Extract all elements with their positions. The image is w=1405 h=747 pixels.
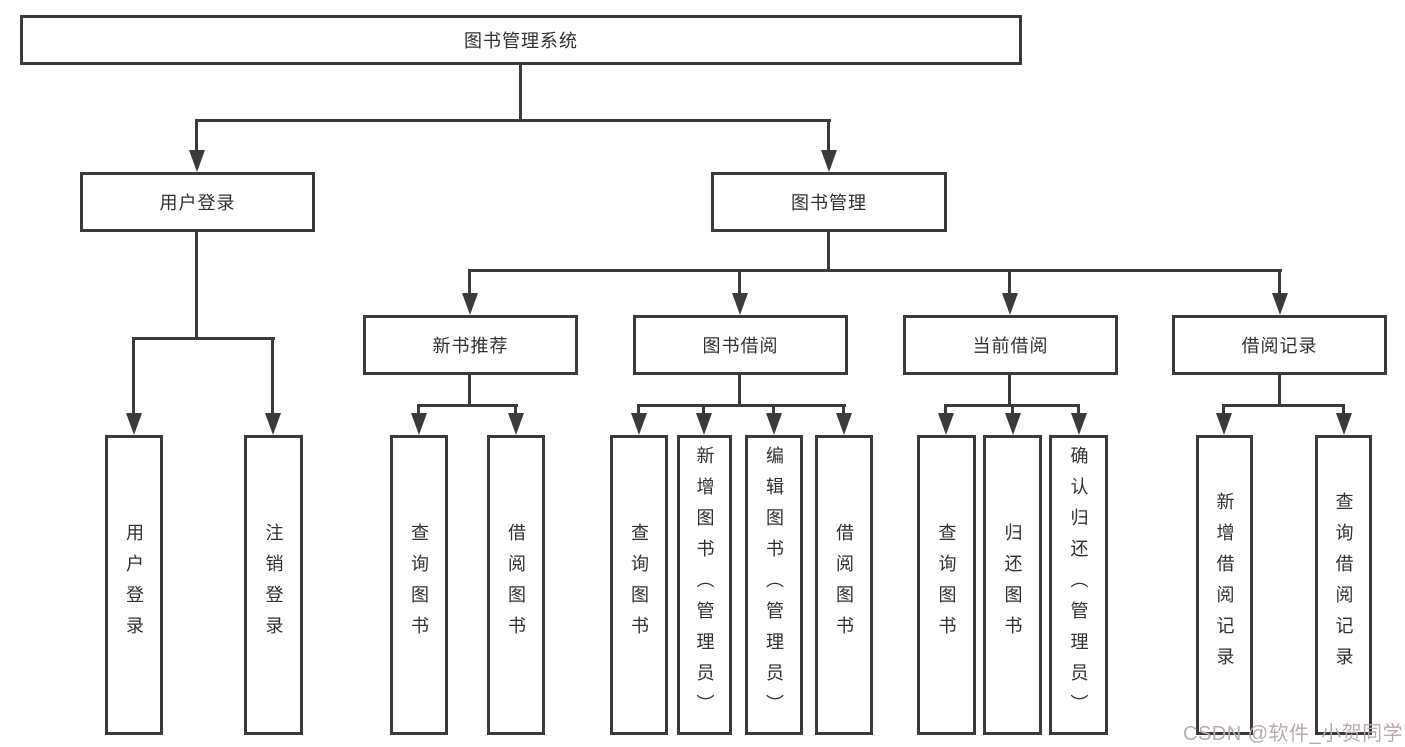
node-current-borrow-label: 当前借阅 xyxy=(972,336,1049,356)
arrow-down-icon xyxy=(836,413,852,435)
line xyxy=(827,119,830,153)
node-root-label: 图书管理系统 xyxy=(464,31,578,51)
arrow-down-icon xyxy=(126,413,142,435)
leaf-borrow-book-1: 借阅图书 xyxy=(487,435,545,735)
line xyxy=(1278,375,1281,406)
leaf-query-book-2: 查询图书 xyxy=(610,435,668,735)
leaf-edit-book-admin-label: 编辑图书（管理员） xyxy=(764,445,784,725)
line xyxy=(1008,375,1011,406)
arrow-down-icon xyxy=(1272,293,1288,315)
leaf-add-borrow-record-label: 新增借阅记录 xyxy=(1214,492,1235,678)
line xyxy=(1222,404,1345,407)
line xyxy=(195,119,831,122)
node-book-borrow-label: 图书借阅 xyxy=(702,336,779,356)
line xyxy=(132,337,275,340)
leaf-edit-book-admin: 编辑图书（管理员） xyxy=(745,435,803,735)
line xyxy=(417,404,420,416)
line xyxy=(1011,404,1014,416)
line xyxy=(468,269,1282,272)
line xyxy=(637,404,640,416)
line xyxy=(132,337,135,415)
arrow-down-icon xyxy=(411,413,427,435)
line xyxy=(1077,404,1080,416)
node-root: 图书管理系统 xyxy=(20,15,1022,65)
line xyxy=(944,404,947,416)
leaf-logout: 注销登录 xyxy=(244,435,303,735)
arrow-down-icon xyxy=(462,293,478,315)
line xyxy=(637,404,846,407)
arrow-down-icon xyxy=(508,413,524,435)
line xyxy=(1008,269,1011,295)
node-current-borrow: 当前借阅 xyxy=(903,315,1118,375)
leaf-user-login-label: 用户登录 xyxy=(124,523,144,647)
line xyxy=(827,232,830,271)
arrow-down-icon xyxy=(1336,413,1352,435)
arrow-down-icon xyxy=(732,293,748,315)
leaf-logout-label: 注销登录 xyxy=(263,523,284,647)
line xyxy=(519,65,522,121)
line xyxy=(195,119,198,153)
leaf-add-book-admin: 新增图书（管理员） xyxy=(677,435,732,735)
leaf-confirm-return-admin: 确认归还（管理员） xyxy=(1049,435,1108,735)
node-book-management-label: 图书管理 xyxy=(791,193,867,213)
leaf-borrow-book-1-label: 借阅图书 xyxy=(506,523,526,647)
node-borrow-records: 借阅记录 xyxy=(1172,315,1387,375)
arrow-down-icon xyxy=(1005,413,1021,435)
arrow-down-icon xyxy=(1216,413,1232,435)
line xyxy=(468,375,471,406)
leaf-confirm-return-admin-label: 确认归还（管理员） xyxy=(1068,445,1089,725)
leaf-user-login: 用户登录 xyxy=(105,435,163,735)
line xyxy=(468,269,471,295)
leaf-query-book-2-label: 查询图书 xyxy=(629,523,649,647)
line xyxy=(1342,404,1345,416)
node-borrow-records-label: 借阅记录 xyxy=(1241,336,1318,356)
leaf-add-book-admin-label: 新增图书（管理员） xyxy=(694,445,715,725)
arrow-down-icon xyxy=(1002,293,1018,315)
node-user-login-label: 用户登录 xyxy=(159,193,236,213)
node-new-book-recommend-label: 新书推荐 xyxy=(432,336,509,356)
leaf-return-book: 归还图书 xyxy=(983,435,1042,735)
leaf-query-book-3: 查询图书 xyxy=(917,435,976,735)
leaf-add-borrow-record: 新增借阅记录 xyxy=(1196,435,1253,735)
node-user-login: 用户登录 xyxy=(80,172,315,232)
line xyxy=(514,404,517,416)
line xyxy=(271,337,274,415)
line xyxy=(738,375,741,406)
node-book-borrow: 图书借阅 xyxy=(633,315,848,375)
line xyxy=(738,269,741,295)
leaf-return-book-label: 归还图书 xyxy=(1002,523,1023,647)
line xyxy=(417,404,518,407)
line xyxy=(1278,269,1281,295)
arrow-down-icon xyxy=(696,413,712,435)
leaf-query-borrow-record-label: 查询借阅记录 xyxy=(1333,492,1354,678)
leaf-query-book-1-label: 查询图书 xyxy=(409,523,429,647)
line xyxy=(702,404,705,416)
leaf-borrow-book-2-label: 借阅图书 xyxy=(834,523,854,647)
line xyxy=(772,404,775,416)
arrow-down-icon xyxy=(265,413,281,435)
arrow-down-icon xyxy=(938,413,954,435)
node-book-management: 图书管理 xyxy=(711,172,947,232)
arrow-down-icon xyxy=(766,413,782,435)
arrow-down-icon xyxy=(821,150,837,172)
line xyxy=(1222,404,1225,416)
leaf-query-borrow-record: 查询借阅记录 xyxy=(1315,435,1372,735)
arrow-down-icon xyxy=(631,413,647,435)
arrow-down-icon xyxy=(189,150,205,172)
node-new-book-recommend: 新书推荐 xyxy=(363,315,578,375)
csdn-watermark: CSDN @软件_小贺同学 xyxy=(1183,723,1404,745)
leaf-query-book-1: 查询图书 xyxy=(390,435,448,735)
line xyxy=(842,404,845,416)
arrow-down-icon xyxy=(1071,413,1087,435)
line xyxy=(195,232,198,339)
leaf-query-book-3-label: 查询图书 xyxy=(936,523,957,647)
leaf-borrow-book-2: 借阅图书 xyxy=(815,435,873,735)
